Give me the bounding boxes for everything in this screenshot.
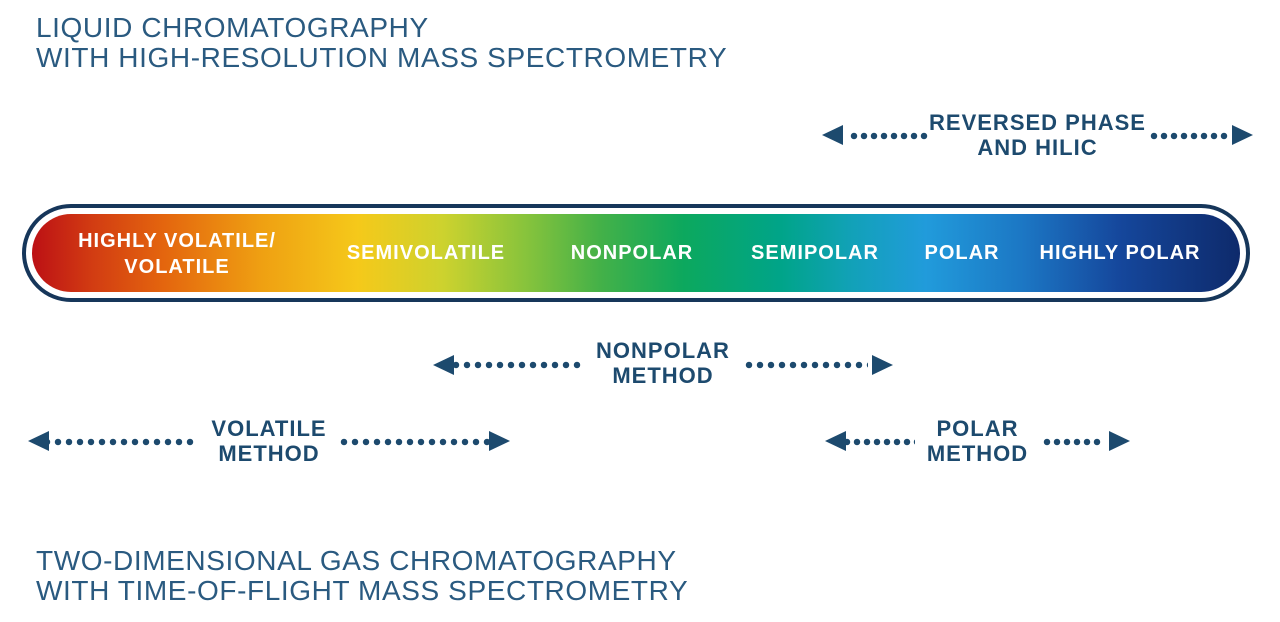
polarity-gradient-bar: [32, 214, 1240, 292]
top-title-line1: LIQUID CHROMATOGRAPHY: [36, 12, 429, 43]
dotted-line: [43, 438, 197, 446]
arrowhead-right-icon: [1109, 431, 1130, 451]
nonpolar-method-label: NONPOLAR METHOD: [433, 338, 893, 388]
polar-method-label-line2: METHOD: [926, 441, 1029, 466]
nonpolar-method-range: NONPOLAR METHOD: [433, 338, 893, 394]
bar-segment-highly-polar: HIGHLY POLAR: [1039, 242, 1201, 264]
bar-segment-label: VOLATILE: [124, 256, 230, 278]
dotted-line: [340, 438, 490, 446]
volatile-method-label: VOLATILE METHOD: [28, 416, 510, 466]
top-title: LIQUID CHROMATOGRAPHY WITH HIGH-RESOLUTI…: [36, 13, 727, 73]
polarity-bar-outline: [22, 204, 1250, 302]
bar-segment-nonpolar: NONPOLAR: [570, 242, 694, 264]
dotted-line: [850, 132, 928, 140]
nonpolar-method-label-line2: METHOD: [612, 363, 714, 388]
top-title-line2: WITH HIGH-RESOLUTION MASS SPECTROMETRY: [36, 42, 728, 73]
bar-segment-highly-volatile: HIGHLY VOLATILE/ VOLATILE: [78, 228, 276, 280]
bar-segment-polar: POLAR: [924, 242, 1000, 264]
volatile-method-label-line1: VOLATILE: [211, 416, 327, 441]
dotted-line: [1043, 438, 1103, 446]
dotted-line: [745, 361, 868, 369]
dotted-line: [843, 438, 915, 446]
bar-segment-label: HIGHLY VOLATILE/: [78, 230, 276, 252]
bar-segment-semipolar: SEMIPOLAR: [751, 242, 879, 264]
arrowhead-right-icon: [1232, 125, 1253, 145]
arrowhead-right-icon: [489, 431, 510, 451]
reversed-phase-label-line1: REVERSED PHASE: [929, 110, 1146, 135]
dotted-line: [452, 361, 583, 369]
bottom-title-line2: WITH TIME-OF-FLIGHT MASS SPECTROMETRY: [36, 575, 689, 606]
dotted-line: [1150, 132, 1228, 140]
nonpolar-method-label-line1: NONPOLAR: [596, 338, 730, 363]
arrowhead-left-icon: [822, 125, 843, 145]
polar-method-range: POLAR METHOD: [825, 414, 1130, 470]
volatile-method-range: VOLATILE METHOD: [28, 414, 510, 470]
arrowhead-right-icon: [872, 355, 893, 375]
arrowhead-left-icon: [28, 431, 49, 451]
reversed-phase-label: REVERSED PHASE AND HILIC: [822, 110, 1253, 160]
arrowhead-left-icon: [825, 431, 846, 451]
bar-segment-semivolatile: SEMIVOLATILE: [346, 242, 506, 264]
polar-method-label: POLAR METHOD: [825, 416, 1130, 466]
polar-method-label-line1: POLAR: [936, 416, 1019, 441]
bottom-title: TWO-DIMENSIONAL GAS CHROMATOGRAPHY WITH …: [36, 546, 688, 606]
volatile-method-label-line2: METHOD: [218, 441, 320, 466]
arrowhead-left-icon: [433, 355, 454, 375]
reversed-phase-label-line2: AND HILIC: [977, 135, 1098, 160]
reversed-phase-range: REVERSED PHASE AND HILIC: [822, 108, 1253, 164]
bottom-title-line1: TWO-DIMENSIONAL GAS CHROMATOGRAPHY: [36, 545, 677, 576]
